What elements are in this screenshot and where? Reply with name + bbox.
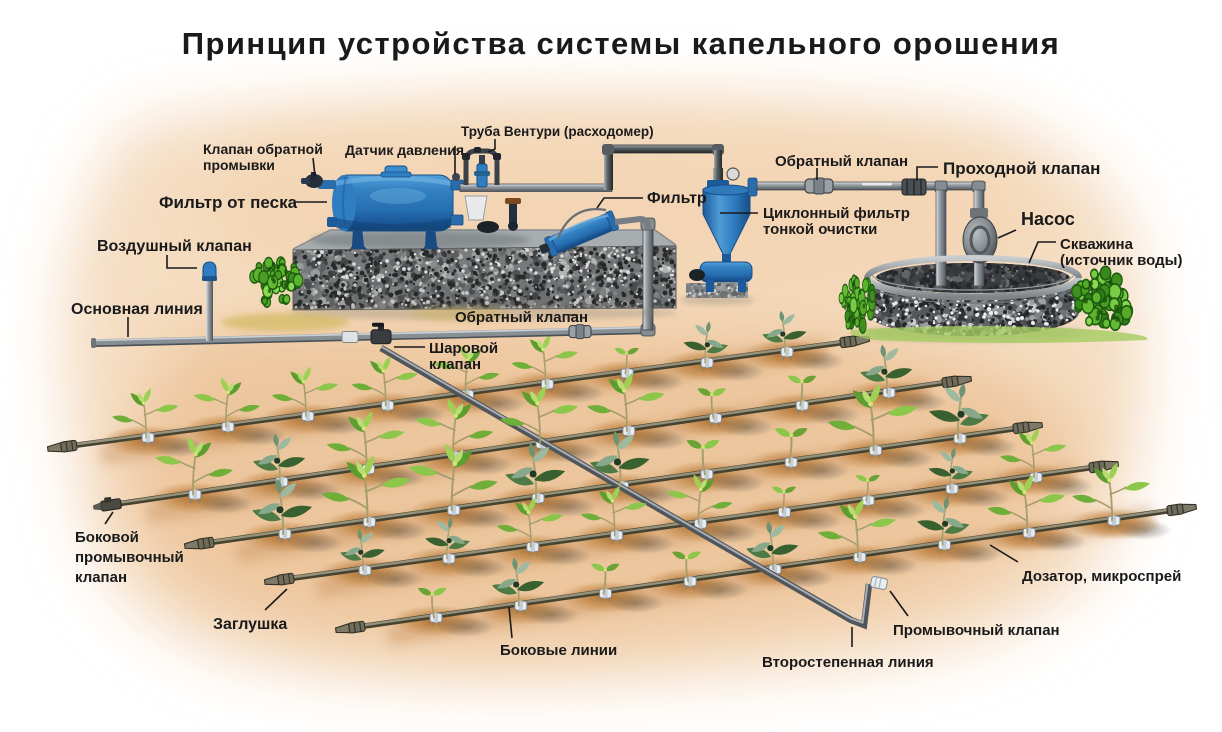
svg-text:Проходной клапан: Проходной клапан — [943, 159, 1100, 178]
svg-text:Воздушный клапан: Воздушный клапан — [97, 238, 252, 255]
svg-text:Боковые линии: Боковые линии — [500, 642, 617, 659]
svg-text:Клапан обратной: Клапан обратной — [203, 141, 323, 157]
svg-text:Принцип устройства системы кап: Принцип устройства системы капельного ор… — [182, 26, 1060, 61]
svg-text:Боковой: Боковой — [75, 529, 139, 546]
svg-text:Датчик давления: Датчик давления — [345, 142, 464, 158]
svg-text:Основная линия: Основная линия — [71, 301, 203, 318]
svg-text:Обратный клапан: Обратный клапан — [775, 153, 908, 170]
svg-text:клапан: клапан — [429, 356, 481, 373]
svg-text:промывки: промывки — [203, 157, 275, 173]
svg-text:промывочный: промывочный — [75, 549, 184, 566]
svg-text:Труба Вентури (расходомер): Труба Вентури (расходомер) — [461, 124, 654, 139]
svg-text:Второстепенная линия: Второстепенная линия — [762, 654, 934, 671]
svg-text:(источник воды): (источник воды) — [1060, 252, 1182, 269]
svg-text:Дозатор, микроспрей: Дозатор, микроспрей — [1022, 568, 1181, 585]
svg-text:Скважина: Скважина — [1060, 236, 1134, 253]
svg-text:Фильтр: Фильтр — [647, 190, 707, 207]
svg-text:Шаровой: Шаровой — [429, 340, 498, 357]
svg-text:Насос: Насос — [1021, 209, 1075, 229]
svg-text:тонкой очистки: тонкой очистки — [763, 221, 877, 238]
svg-text:Циклонный фильтр: Циклонный фильтр — [763, 205, 910, 222]
svg-text:клапан: клапан — [75, 569, 127, 586]
svg-text:Заглушка: Заглушка — [213, 616, 287, 633]
svg-text:Обратный клапан: Обратный клапан — [455, 309, 588, 326]
svg-text:Промывочный клапан: Промывочный клапан — [893, 622, 1060, 639]
svg-text:Фильтр от песка: Фильтр от песка — [159, 193, 298, 212]
